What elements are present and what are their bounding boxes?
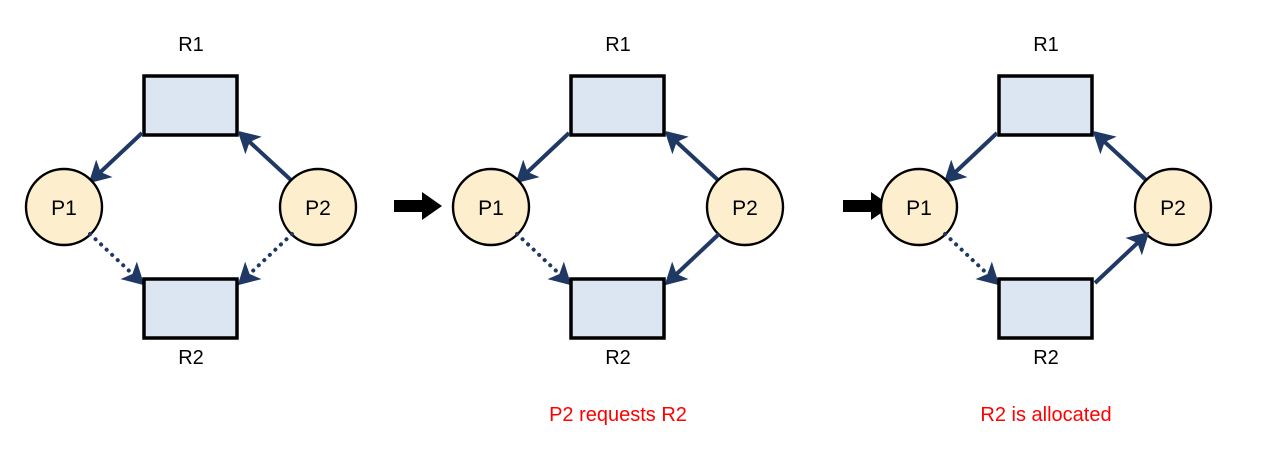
rag-graph-2: R1 P1 P2 R2 (451, 34, 785, 369)
caption-r2-is-allocated: R2 is allocated (980, 404, 1112, 426)
process-label-p2: P2 (1160, 197, 1186, 220)
process-label-p2: P2 (305, 197, 331, 220)
caption-p2-requests-r2: P2 requests R2 (549, 404, 687, 426)
resource-node-r2 (569, 277, 666, 340)
resource-node-r2 (142, 277, 239, 340)
process-node-p2 (1133, 167, 1213, 247)
resource-label-r1: R1 (605, 34, 631, 56)
resource-label-r2: R2 (1033, 347, 1059, 369)
resource-node-r1 (142, 74, 239, 137)
panel-r2-allocated: R1 P1 P2 R2 (855, 0, 1237, 456)
edge-p1-to-r2 (943, 232, 1000, 286)
resource-node-r1 (569, 74, 666, 137)
edge-r2-to-p2 (1093, 231, 1150, 285)
process-node-p1 (451, 167, 531, 247)
process-node-p2 (278, 167, 358, 247)
edge-p2-to-r2 (664, 232, 721, 286)
process-node-p2 (705, 167, 785, 247)
process-node-p1 (24, 167, 104, 247)
rag-graph-1: R1 P1 P2 R2 (24, 34, 358, 369)
rag-graph-3: R1 P1 P2 R2 (879, 34, 1213, 369)
process-node-p1 (879, 167, 959, 247)
panel-p2-requests-r2: R1 P1 P2 R2 (427, 0, 809, 456)
arrow-right-icon (394, 192, 442, 220)
panel-initial-state: R1 P1 P2 R2 (0, 0, 382, 456)
process-label-p1: P1 (906, 197, 932, 220)
step-arrow-1 (392, 190, 446, 222)
resource-label-r2: R2 (605, 347, 631, 369)
resource-label-r1: R1 (1033, 34, 1059, 56)
edge-p1-to-r2 (515, 232, 572, 286)
resource-label-r1: R1 (178, 34, 204, 56)
edge-p2-to-r1 (237, 130, 294, 183)
edge-p2-to-r1 (664, 130, 721, 183)
edge-r1-to-p1 (515, 131, 571, 184)
arrow-right-icon (843, 192, 891, 220)
edge-p1-to-r2 (88, 232, 145, 286)
edge-r1-to-p1 (943, 131, 999, 184)
process-label-p2: P2 (732, 197, 758, 220)
edge-r1-to-p1 (88, 131, 144, 184)
step-arrow-2 (841, 190, 895, 222)
process-label-p1: P1 (478, 197, 504, 220)
resource-node-r2 (997, 277, 1094, 340)
process-label-p1: P1 (51, 197, 77, 220)
edge-p2-to-r2 (237, 232, 294, 286)
edge-p2-to-r1 (1092, 130, 1149, 183)
resource-node-r1 (997, 74, 1094, 137)
resource-label-r2: R2 (178, 347, 204, 369)
